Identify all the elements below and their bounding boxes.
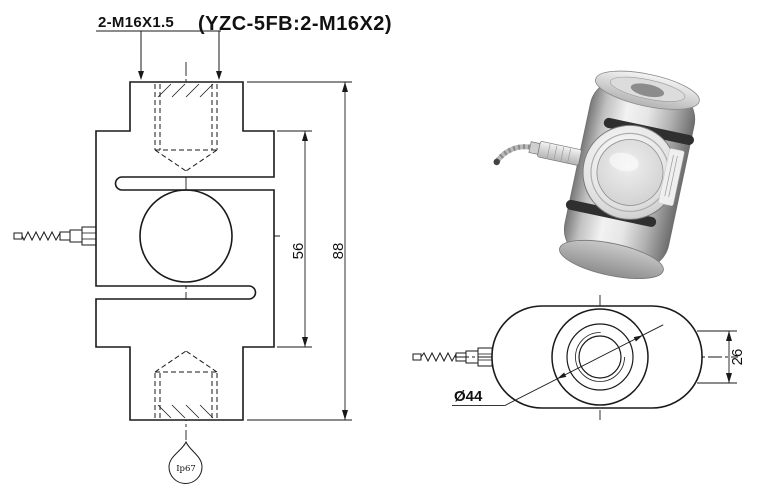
hidden-thread-bottom [154,350,218,418]
thread-hatch-top [157,83,214,98]
ip-rating-label: Ip67 [176,464,196,474]
label-sticker [658,148,685,206]
cable-wire [420,351,457,363]
dim-arrow-icon [633,335,643,342]
thread-arc [575,332,625,382]
front-view-drawing: 56 88 Ip67 [13,62,352,484]
dimension-88: 88 [247,81,352,421]
cable-strain-relief [455,352,467,362]
dim-88-label: 88 [330,243,347,260]
top-view-outline [491,305,703,409]
dim-arrow-icon [302,337,308,347]
leader-arrow-icon [216,71,222,80]
hidden-thread-top [154,84,218,172]
dim-arrow-icon [726,331,732,341]
dim-arrow-icon [302,131,308,141]
dim-arrow-icon [342,410,348,420]
thread-callout-label: 2-M16X1.5 [98,14,174,31]
cable-wire [21,230,61,242]
thread-callout-leader-lines [96,30,222,80]
load-cell-outline [95,81,275,421]
cable-assembly [13,226,97,246]
top-view-drawing: Ø44 26 [412,295,746,420]
dim-diameter-label: Ø44 [454,388,483,405]
dimension-26: 26 [697,330,746,384]
bottom-cap [559,239,664,280]
leader-arrow-icon [138,71,144,80]
cable-assembly-top [412,347,493,367]
photo-render [493,70,700,280]
highlight [609,152,639,172]
dimension-56: 56 [277,130,312,348]
cable-gland-body [69,229,83,243]
thread-hatch-bottom [157,404,214,419]
dim-26-label: 26 [729,349,746,366]
center-bore-circle [139,189,233,283]
boss-inner-circle [566,323,634,391]
dim-arrow-icon [557,372,567,379]
thread-hole-circle [578,335,622,379]
render-cable [495,144,531,163]
header: 2-M16X1.5 (YZC-5FB:2-M16X2) [96,13,392,80]
dimension-diameter-44: Ø44 [452,324,664,407]
cable-tip [412,353,422,361]
dim-56-label: 56 [290,243,307,260]
cable-tip [13,232,23,240]
boss-outer-circle [551,308,649,406]
teardrop-icon [168,440,203,484]
model-note-label: (YZC-5FB:2-M16X2) [198,13,392,35]
render-cable-gland [493,141,582,166]
dim-arrow-icon [726,373,732,383]
top-thread-hole [630,83,665,98]
ip-rating-drop: Ip67 [168,440,203,484]
cable-strain-relief [59,231,71,241]
cable-gland-nut [81,226,97,246]
render-cable-tip [493,158,500,166]
dim-arrow-icon [342,82,348,92]
